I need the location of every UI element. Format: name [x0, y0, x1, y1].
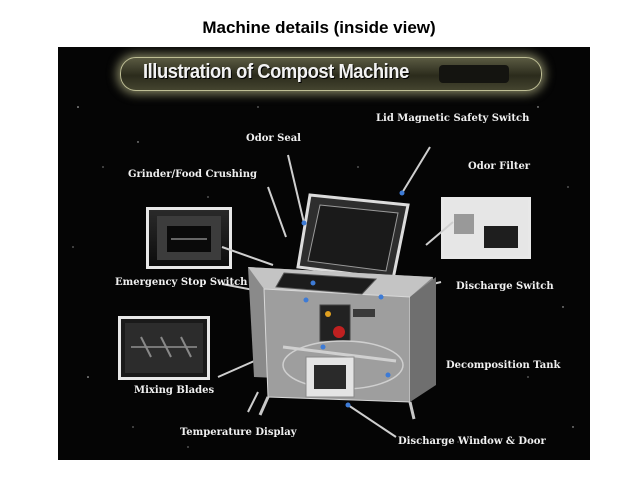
label-temperature-display: Temperature Display [180, 427, 297, 438]
mixing-blades-photo [125, 323, 203, 373]
title-banner: Illustration of Compost Machine [120, 57, 542, 91]
grinder-thumbnail [146, 207, 232, 269]
label-odor-seal: Odor Seal [246, 133, 301, 144]
label-mixing-blades: Mixing Blades [134, 385, 215, 396]
odor-filter-thumbnail [441, 197, 531, 259]
machine-illustration [217, 146, 454, 438]
label-odor-filter: Odor Filter [468, 161, 531, 172]
label-decomposition-tank: Decomposition Tank [446, 360, 561, 371]
mixing-blades-thumbnail [118, 316, 210, 380]
label-grinder-food-crushing: Grinder/Food Crushing [128, 169, 257, 180]
redacted-block [439, 65, 509, 83]
compost-machine-figure: Illustration of Compost Machine [58, 47, 590, 460]
odor-filter-photo [444, 200, 528, 256]
page-title: Machine details (inside view) [202, 18, 436, 37]
label-lid-magnetic-safety-switch: Lid Magnetic Safety Switch [376, 113, 530, 124]
banner-text: Illustration of Compost Machine [143, 61, 409, 83]
label-emergency-stop-switch: Emergency Stop Switch [115, 277, 248, 288]
label-discharge-switch: Discharge Switch [456, 281, 554, 292]
label-discharge-window-door: Discharge Window & Door [398, 436, 546, 447]
grinder-photo [157, 216, 221, 260]
